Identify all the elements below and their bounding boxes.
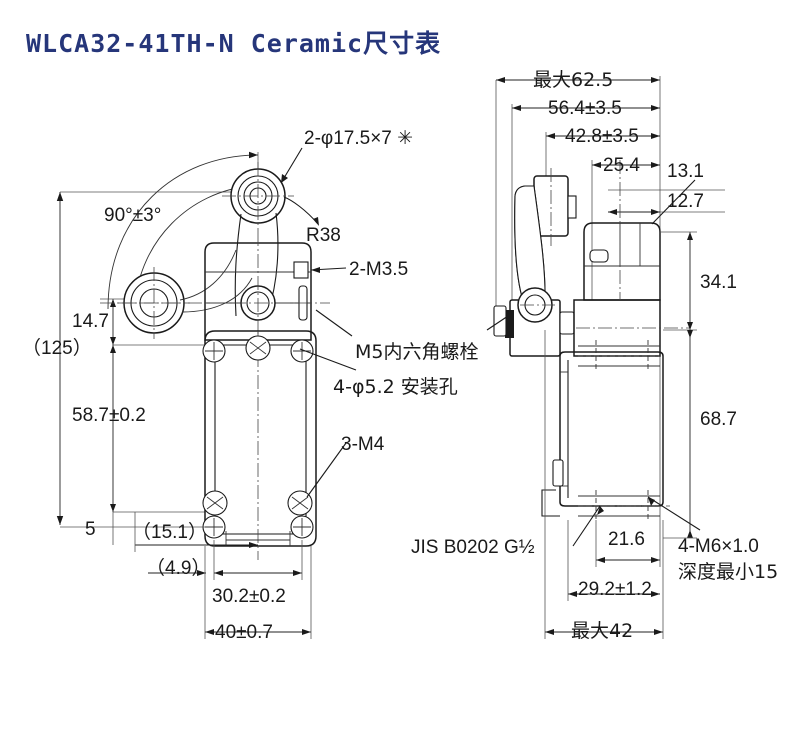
side-leaders — [486, 179, 701, 547]
front-view — [56, 147, 357, 639]
label-roller-pin: 2-φ17.5×7 ✳ — [304, 128, 413, 149]
front-base-strip — [225, 531, 291, 546]
label-body-height: 58.7±0.2 — [72, 405, 146, 426]
front-leaders — [280, 147, 357, 498]
label-hex-bolt: M5内六角螺栓 — [355, 341, 478, 363]
side-vertical-dims — [660, 231, 697, 539]
mounting-holes — [202, 339, 314, 539]
label-inner-b: （4.9） — [146, 557, 210, 579]
label-head-height: 34.1 — [700, 272, 737, 293]
side-view — [486, 76, 725, 639]
label-overall-height: （125） — [22, 337, 92, 359]
side-bottom-tapped-holes — [578, 490, 660, 520]
label-mount-holes: 4-φ5.2 安装孔 — [333, 376, 458, 398]
side-bottom-dims — [544, 330, 664, 639]
side-top-tapped-holes — [578, 340, 660, 370]
label-tapped-depth: 深度最小15 — [678, 561, 778, 583]
label-dim-131: 13.1 — [667, 161, 704, 182]
label-base-width: 最大42 — [571, 620, 633, 642]
label-lever-screws: 2-M3.5 — [349, 259, 408, 280]
label-dim-127: 12.7 — [667, 191, 704, 212]
label-offset: 14.7 — [72, 311, 109, 332]
label-tapped-holes: 4-M6×1.0 — [678, 536, 759, 557]
top-roller — [222, 162, 294, 232]
label-base-pitch: 29.2±1.2 — [578, 579, 652, 600]
label-cover-screws: 3-M4 — [341, 434, 385, 455]
front-body-height-dim — [110, 344, 290, 513]
cover-screws — [202, 335, 313, 516]
label-boss-pitch: 21.6 — [608, 529, 645, 550]
label-side-body-height: 68.7 — [700, 409, 737, 430]
side-head-block — [493, 287, 575, 357]
front-overall-height-dim — [56, 191, 250, 525]
label-dim-56: 56.4±3.5 — [548, 98, 622, 119]
label-edge: 5 — [85, 519, 96, 540]
label-conduit: JIS B0202 G½ — [411, 537, 535, 558]
label-angle: 90°±3° — [104, 205, 161, 226]
label-hole-pitch: 30.2±0.2 — [212, 586, 286, 607]
page-title: WLCA32-41TH-N Ceramic尺寸表 — [26, 29, 442, 58]
side-lever-assembly — [514, 168, 577, 307]
label-front-width: 40±0.7 — [215, 622, 273, 643]
label-dim-25: 25.4 — [603, 155, 640, 176]
side-body — [541, 340, 670, 520]
front-bottom-dims — [60, 512, 312, 639]
label-inner-a: （15.1） — [132, 521, 207, 543]
label-radius: R38 — [306, 225, 341, 246]
label-max-width: 最大62.5 — [533, 69, 613, 91]
head-plunger — [240, 232, 276, 340]
side-switch-head — [573, 160, 690, 357]
label-dim-42: 42.8±3.5 — [565, 126, 639, 147]
